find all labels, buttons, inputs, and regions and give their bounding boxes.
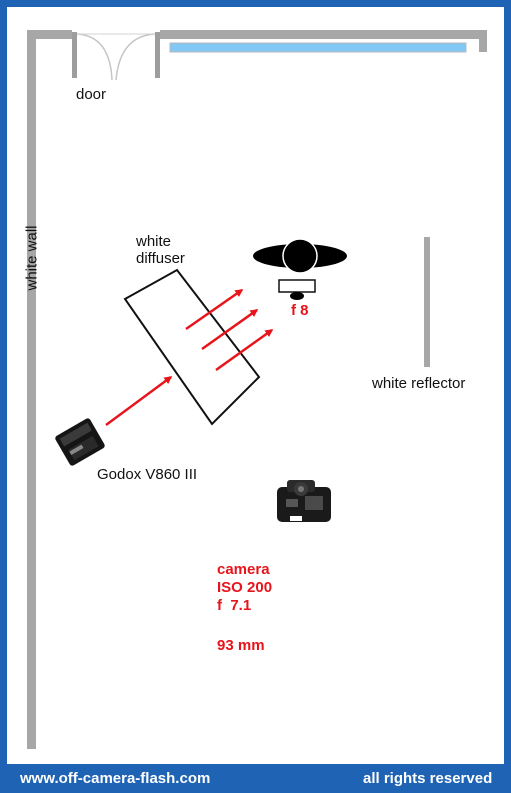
speedlight-flash-icon: [55, 418, 105, 466]
camera-title-label: camera: [217, 561, 270, 578]
left-wall: [27, 30, 36, 749]
diffused-arrow-3: [215, 328, 274, 372]
white-wall-label: white wall: [23, 225, 41, 291]
camera-aperture-label: f 7.1: [217, 597, 252, 614]
camera-focal-label: 93 mm: [217, 637, 265, 654]
white-reflector-icon: [424, 237, 430, 367]
flash-arrow: [105, 375, 173, 427]
light-meter-icon: [278, 279, 316, 300]
top-wall-left: [27, 30, 72, 39]
reflector-label: white reflector: [372, 375, 466, 392]
white-diffuser-panel: [123, 268, 261, 426]
top-wall-right: [160, 30, 487, 39]
light-arrows: [105, 288, 274, 427]
rights-text: all rights reserved: [363, 770, 493, 787]
window-icon: [169, 42, 467, 53]
door-label: door: [76, 86, 107, 103]
diffused-arrow-1: [185, 288, 244, 331]
diffuser-label-line2: diffuser: [136, 250, 185, 267]
diffused-arrow-2: [201, 308, 259, 351]
website-link[interactable]: www.off-camera-flash.com: [20, 770, 211, 787]
door-icon: [72, 32, 160, 81]
camera-iso-label: ISO 200: [217, 579, 273, 596]
diffuser-label-line1: white: [136, 233, 172, 250]
person-top-view-icon: [253, 238, 347, 274]
wall-stub: [479, 30, 487, 52]
flash-label: Godox V860 III: [97, 466, 198, 483]
subject-aperture-label: f 8: [291, 302, 309, 319]
room-floor: [7, 7, 504, 764]
dslr-camera-icon: [277, 480, 331, 522]
